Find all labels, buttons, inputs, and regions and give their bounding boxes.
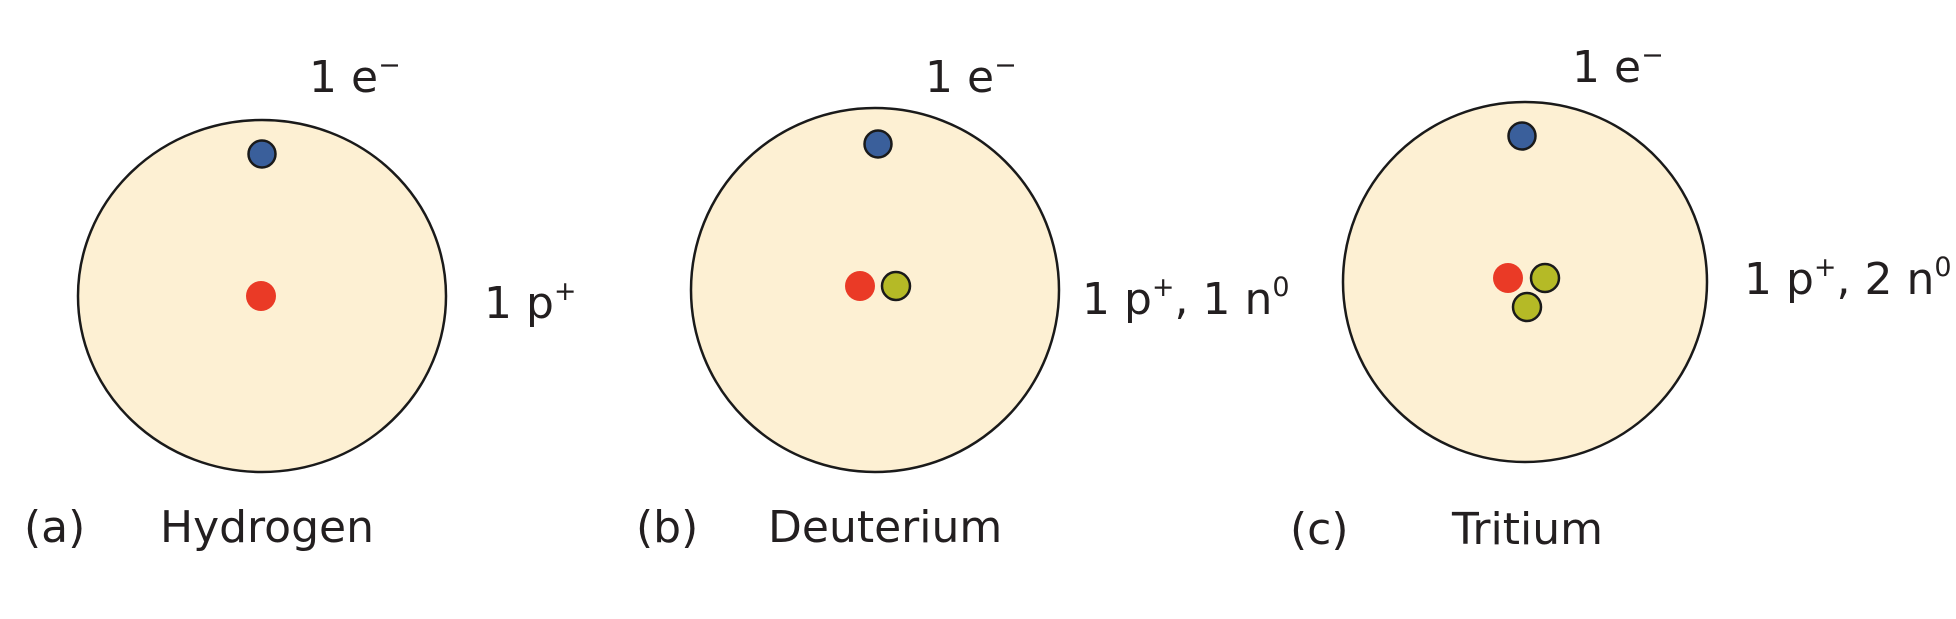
panel-letter: (b) <box>636 502 698 553</box>
electron-label: 1 e− <box>925 50 1017 103</box>
atom-cloud <box>689 106 1061 474</box>
neutron <box>880 270 912 302</box>
electron <box>247 139 277 169</box>
isotope-name: Tritium <box>1451 504 1603 555</box>
proton <box>246 281 276 311</box>
panel-hydrogen: 1 e− 1 p+ (a) Hydrogen <box>24 50 577 553</box>
proton <box>845 271 875 301</box>
electron-label: 1 e− <box>1572 40 1664 93</box>
panel-tritium: 1 e− 1 p+, 2 n0 (c) Tritium <box>1290 40 1952 555</box>
nucleus-label: 1 p+, 2 n0 <box>1744 252 1952 305</box>
atom-cloud <box>1341 100 1709 464</box>
neutron <box>1511 291 1543 323</box>
nucleus-label: 1 p+ <box>484 276 577 329</box>
isotope-name: Deuterium <box>768 502 1002 553</box>
isotope-name: Hydrogen <box>160 502 374 553</box>
panel-letter: (a) <box>24 502 85 553</box>
panel-letter: (c) <box>1290 504 1349 555</box>
neutron <box>1529 262 1561 294</box>
electron <box>1507 121 1537 151</box>
proton <box>1493 263 1523 293</box>
electron-label: 1 e− <box>309 50 401 103</box>
panel-deuterium: 1 e− 1 p+, 1 n0 (b) Deuterium <box>636 50 1290 553</box>
electron <box>863 129 893 159</box>
nucleus-label: 1 p+, 1 n0 <box>1082 272 1290 325</box>
